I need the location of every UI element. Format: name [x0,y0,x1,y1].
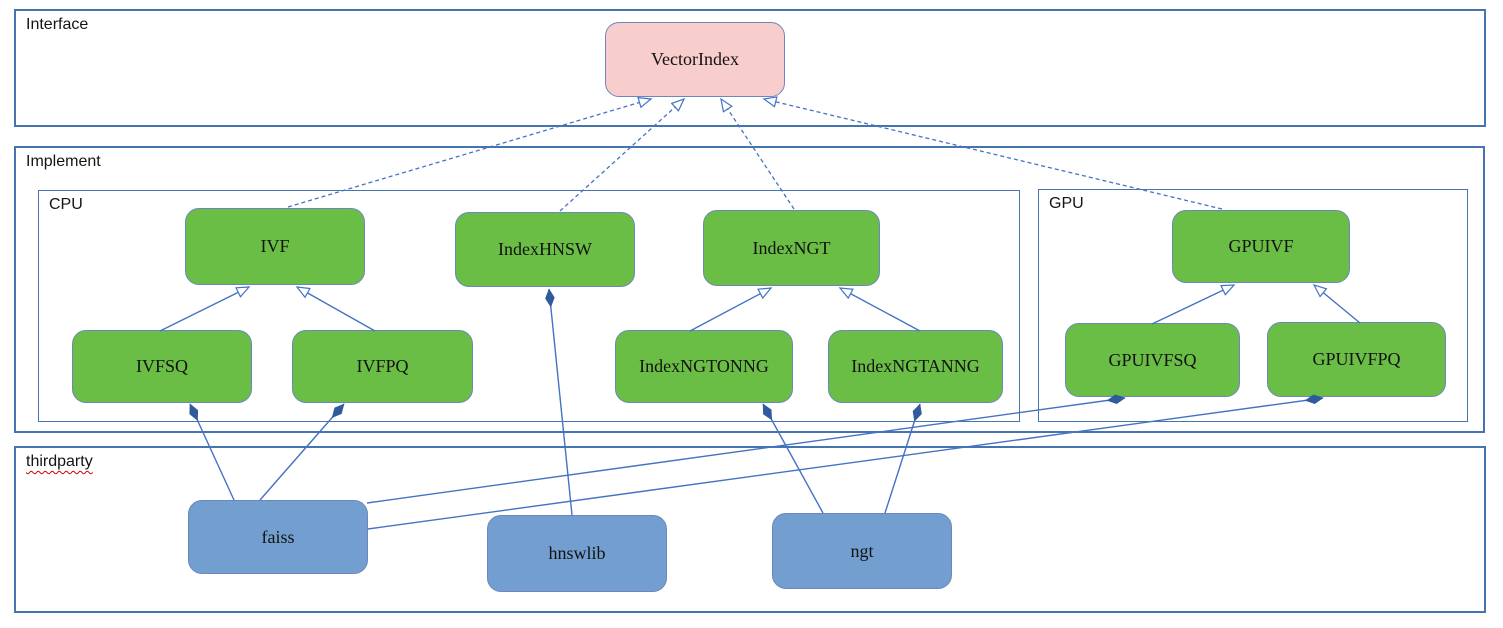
node-ngt[interactable]: ngt [772,513,952,589]
node-hnswlib[interactable]: hnswlib [487,515,667,592]
node-ivfsq[interactable]: IVFSQ [72,330,252,403]
node-indexngt[interactable]: IndexNGT [703,210,880,286]
node-indexngtanng-label: IndexNGTANNG [851,356,980,376]
node-indexngtanng[interactable]: IndexNGTANNG [828,330,1003,403]
node-indexngtonng-label: IndexNGTONNG [639,356,769,376]
node-ivf[interactable]: IVF [185,208,365,285]
node-vectorindex-label: VectorIndex [651,49,739,69]
node-gpuivf-label: GPUIVF [1228,236,1294,256]
node-gpuivf[interactable]: GPUIVF [1172,210,1350,283]
node-vectorindex[interactable]: VectorIndex [605,22,785,97]
node-faiss-label: faiss [261,526,295,547]
node-ivfpq[interactable]: IVFPQ [292,330,473,403]
container-interface-label: Interface [26,16,89,33]
node-gpuivfsq[interactable]: GPUIVFSQ [1065,323,1240,397]
node-indexngt-label: IndexNGT [752,237,831,258]
node-gpuivfsq-label: GPUIVFSQ [1108,349,1197,370]
node-hnswlib-label: hnswlib [548,543,606,563]
node-indexngtonng[interactable]: IndexNGTONNG [615,330,793,403]
node-ivfsq-label: IVFSQ [135,356,188,376]
node-ivf-label: IVF [260,236,290,256]
container-gpu-label: GPU [1049,195,1084,212]
node-faiss[interactable]: faiss [188,500,368,574]
node-indexhnsw[interactable]: IndexHNSW [455,212,635,287]
container-implement-label: Implement [26,153,101,170]
container-thirdparty-label: thirdparty [26,453,93,470]
node-ivfpq-label: IVFPQ [356,356,409,376]
node-gpuivfpq-label: GPUIVFPQ [1312,349,1401,369]
node-ngt-label: ngt [850,540,874,561]
container-cpu-label: CPU [49,196,83,213]
node-gpuivfpq[interactable]: GPUIVFPQ [1267,322,1446,397]
node-indexhnsw-label: IndexHNSW [498,239,592,259]
